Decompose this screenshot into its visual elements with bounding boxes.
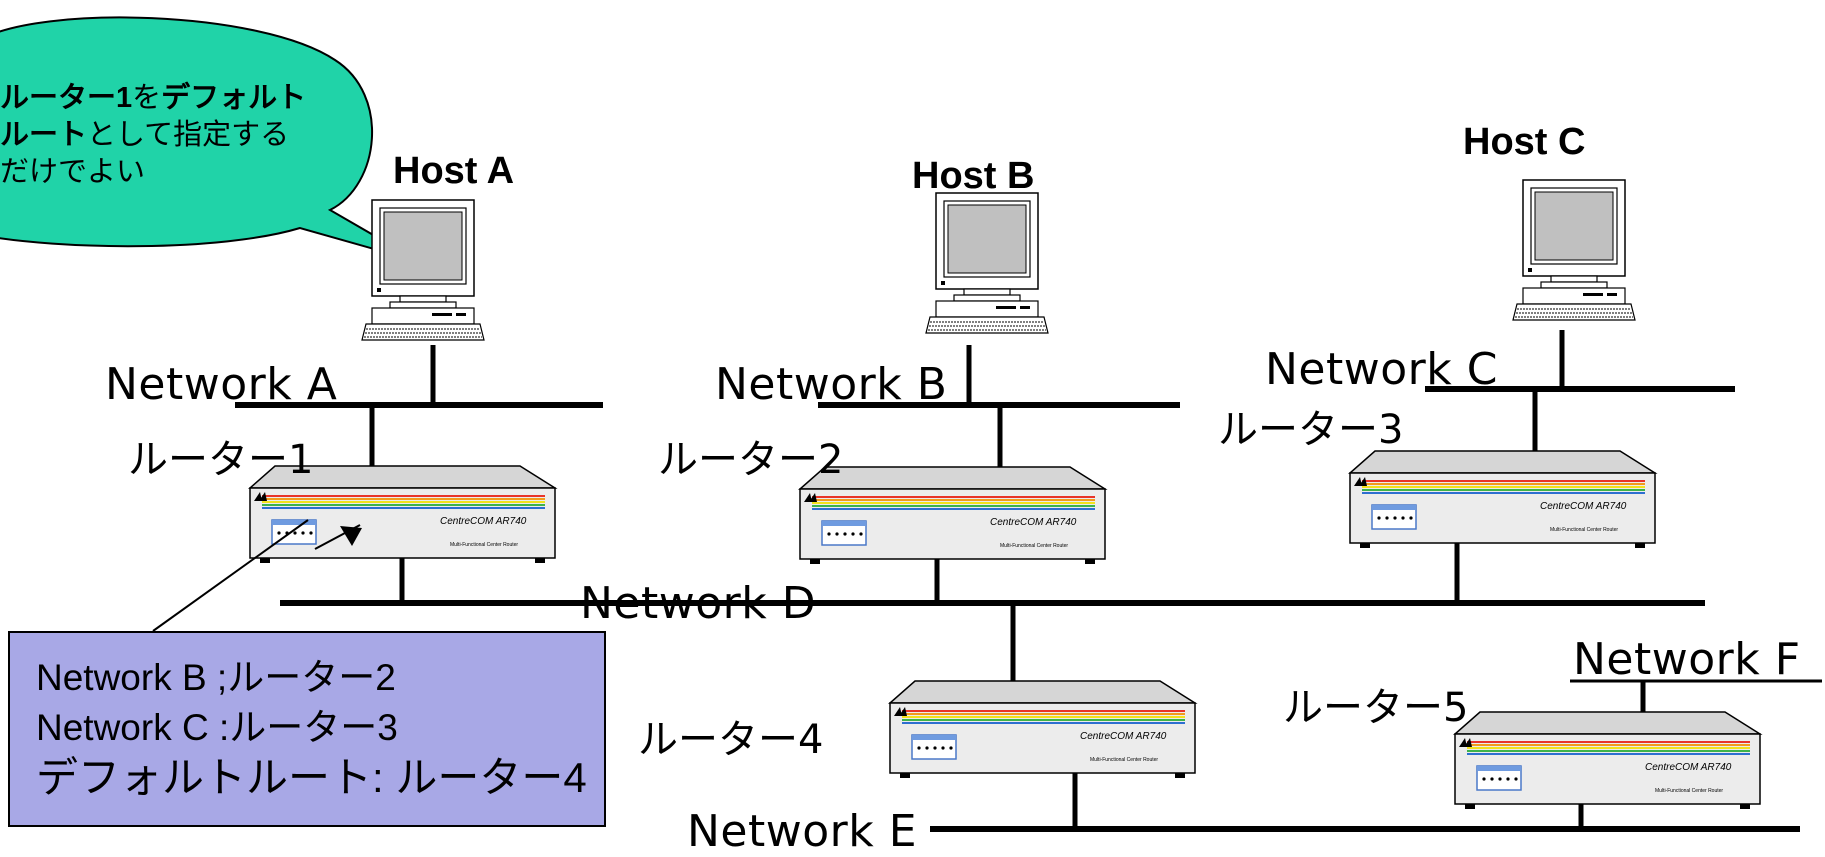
router-subtitle-text: Multi-Functional Center Router: [1550, 527, 1618, 533]
router-brand-text: CentreCOM AR740: [440, 516, 527, 527]
network-a-label: Network A: [105, 359, 338, 410]
router-5-device: [1454, 711, 1761, 810]
callout-line2-rest: として指定する: [87, 119, 290, 151]
network-d-label: Network D: [580, 578, 817, 629]
callout-text: ルーター1をデフォルト ルートとして指定する だけでよい: [0, 80, 306, 191]
host-b-computer: [925, 192, 1049, 334]
router-2-label: ルーター2: [658, 437, 844, 483]
routing-table-pointer-line: [152, 519, 309, 632]
network-f-label: Network F: [1573, 634, 1801, 685]
host-c-label: Host C: [1463, 121, 1586, 163]
network-b-label: Network B: [715, 359, 948, 410]
router-subtitle-text: Multi-Functional Center Router: [450, 542, 518, 548]
router-3-label: ルーター3: [1218, 407, 1404, 453]
network-c-label: Network C: [1265, 344, 1498, 395]
router-2-device: [799, 466, 1106, 565]
routing-table-row: Network B ;ルーター2: [36, 657, 396, 698]
callout-line3: だけでよい: [0, 156, 146, 188]
router-4-label: ルーター4: [638, 717, 824, 763]
router-subtitle-text: Multi-Functional Center Router: [1090, 757, 1158, 763]
routing-table-box: Network B ;ルーター2 Network C :ルーター3 デフォルトル…: [8, 631, 606, 827]
arrow-head-icon: [340, 526, 362, 546]
routing-table-row: デフォルトルート: ルーター4: [36, 754, 587, 801]
host-b-label: Host B: [912, 155, 1035, 197]
network-e-label: Network E: [687, 806, 917, 857]
router-5-label: ルーター5: [1283, 685, 1469, 731]
routing-table-row: Network C :ルーター3: [36, 707, 398, 748]
callout-line2-bold: ルート: [0, 119, 88, 151]
callout-line1-bold2: デフォルト: [161, 82, 307, 114]
host-a-computer: [361, 199, 485, 341]
connector-lines: [369, 330, 1646, 829]
router-subtitle-text: Multi-Functional Center Router: [1000, 543, 1068, 549]
host-c-computer: [1512, 179, 1636, 321]
host-a-label: Host A: [393, 150, 515, 192]
router-3-device: [1349, 450, 1656, 549]
callout-line1-rest: を: [132, 82, 162, 114]
router-subtitle-text: Multi-Functional Center Router: [1655, 788, 1723, 794]
router-brand-text: CentreCOM AR740: [1645, 762, 1732, 773]
router-brand-text: CentreCOM AR740: [1540, 501, 1627, 512]
router-4-device: [889, 680, 1196, 779]
callout-bubble: [0, 16, 421, 263]
router-1-label: ルーター1: [128, 437, 314, 483]
router-brand-text: CentreCOM AR740: [1080, 731, 1167, 742]
callout-line1-bold: ルーター1: [0, 82, 133, 114]
router-brand-text: CentreCOM AR740: [990, 517, 1077, 528]
